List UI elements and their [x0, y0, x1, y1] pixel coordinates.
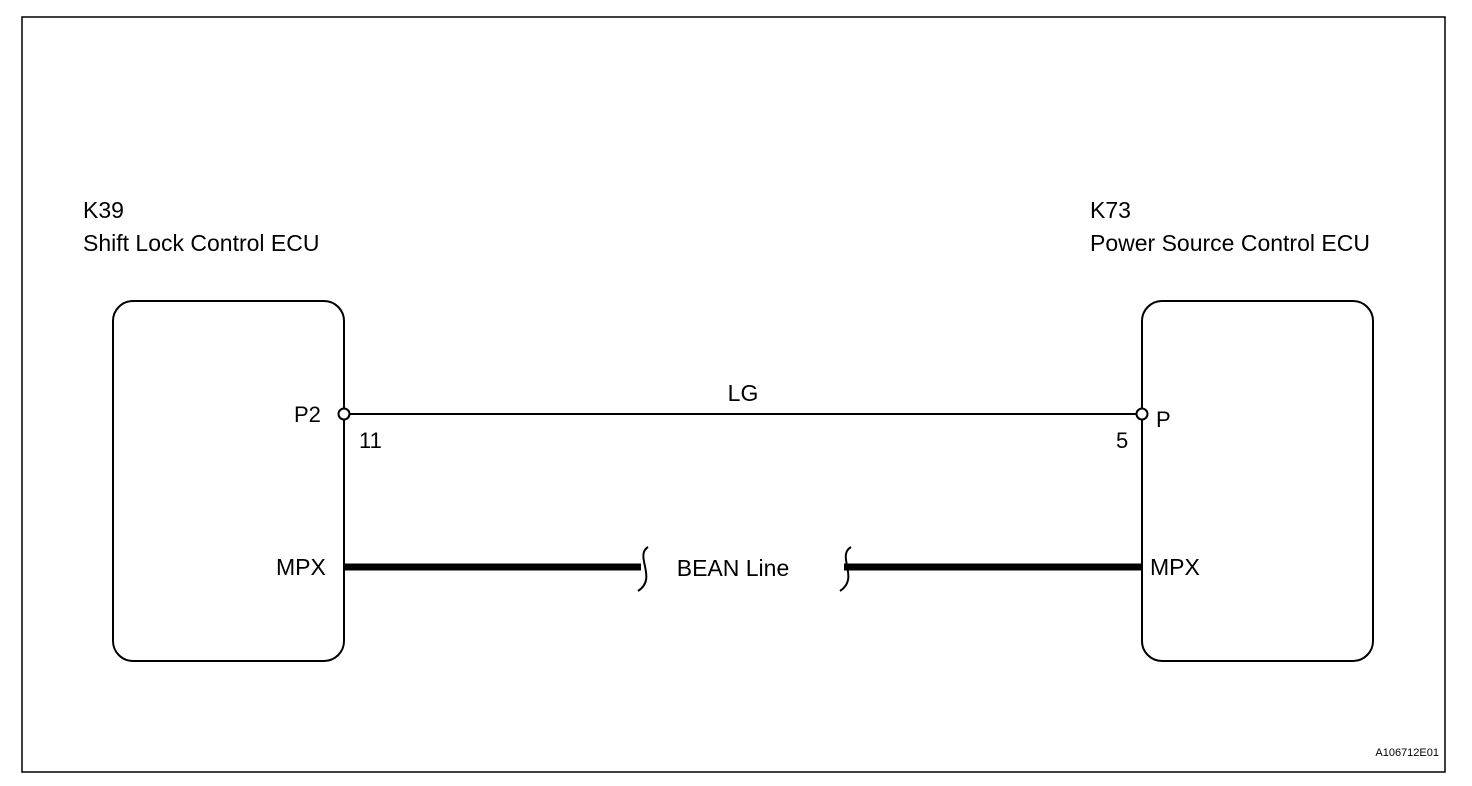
left-terminal-pin-number: 11	[359, 428, 382, 453]
left-ecu-box	[112, 300, 345, 662]
left-terminal-circle	[337, 407, 351, 421]
right-terminal-pin-number: 5	[1116, 428, 1128, 453]
bean-bus: BEAN Line	[344, 546, 1142, 592]
right-ecu: K73 Power Source Control ECU P 5 MPX	[1090, 197, 1374, 662]
right-terminal-connector-label: P	[1156, 407, 1171, 432]
figure-code: A106712E01	[1375, 747, 1439, 759]
left-break-mark	[637, 546, 649, 592]
signal-wire: LG	[337, 380, 1149, 421]
wire-color-label: LG	[728, 380, 759, 406]
left-terminal-connector-label: P2	[294, 402, 321, 427]
left-ecu-code: K39	[83, 197, 124, 223]
left-ecu-name: Shift Lock Control ECU	[83, 230, 319, 256]
right-ecu-box	[1141, 300, 1374, 662]
right-bus-terminal-label: MPX	[1150, 554, 1200, 580]
right-ecu-name: Power Source Control ECU	[1090, 230, 1370, 256]
right-terminal-circle	[1135, 407, 1149, 421]
diagram-frame	[21, 16, 1446, 773]
bean-line-label: BEAN Line	[677, 555, 790, 581]
right-ecu-code: K73	[1090, 197, 1131, 223]
left-bus-terminal-label: MPX	[276, 554, 326, 580]
left-ecu: K39 Shift Lock Control ECU P2 11 MPX	[83, 197, 382, 662]
